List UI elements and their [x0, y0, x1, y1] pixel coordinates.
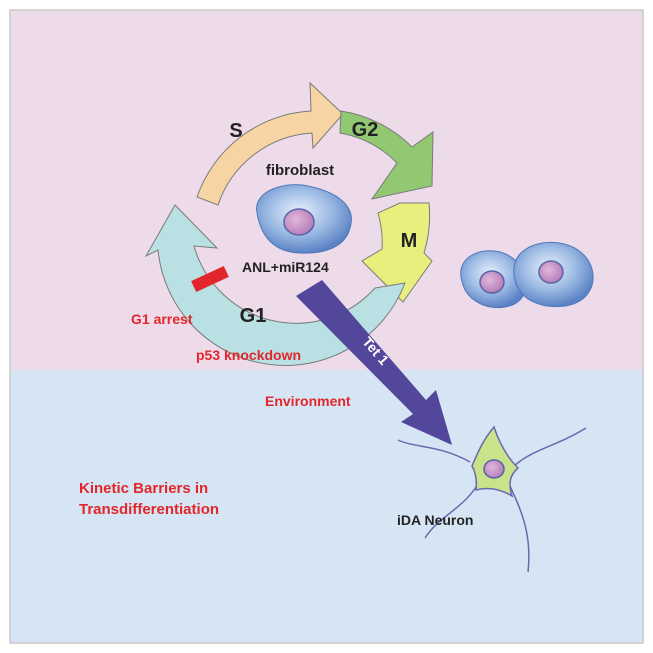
ida-neuron-label: iDA Neuron	[397, 512, 473, 528]
s-phase-arrow	[196, 81, 344, 206]
p53-knockdown-label: p53 knockdown	[196, 347, 301, 363]
fibroblast-cell	[256, 184, 352, 254]
title-line-1: Kinetic Barriers in	[79, 480, 208, 497]
bottom-panel	[10, 370, 643, 643]
g2-phase-label: G2	[352, 119, 379, 141]
anl-mir124-label: ANL+miR124	[242, 259, 329, 275]
g1-arrest-block	[191, 265, 229, 293]
environment-label: Environment	[265, 393, 351, 409]
s-phase-label: S	[229, 120, 242, 142]
g2-phase-arrow	[339, 110, 434, 200]
g1-arrest-label: G1 arrest	[131, 311, 193, 327]
m-phase-label: M	[401, 230, 418, 252]
dividing-cells	[460, 241, 594, 309]
fibroblast-label: fibroblast	[266, 162, 334, 179]
m-phase-arrow	[361, 202, 433, 303]
title-line-2: Transdifferentiation	[79, 501, 219, 518]
tet1-arrow	[296, 280, 452, 445]
neuron-nucleus	[483, 459, 505, 479]
panel-border	[9, 9, 644, 644]
g1-phase-label: G1	[240, 305, 267, 327]
